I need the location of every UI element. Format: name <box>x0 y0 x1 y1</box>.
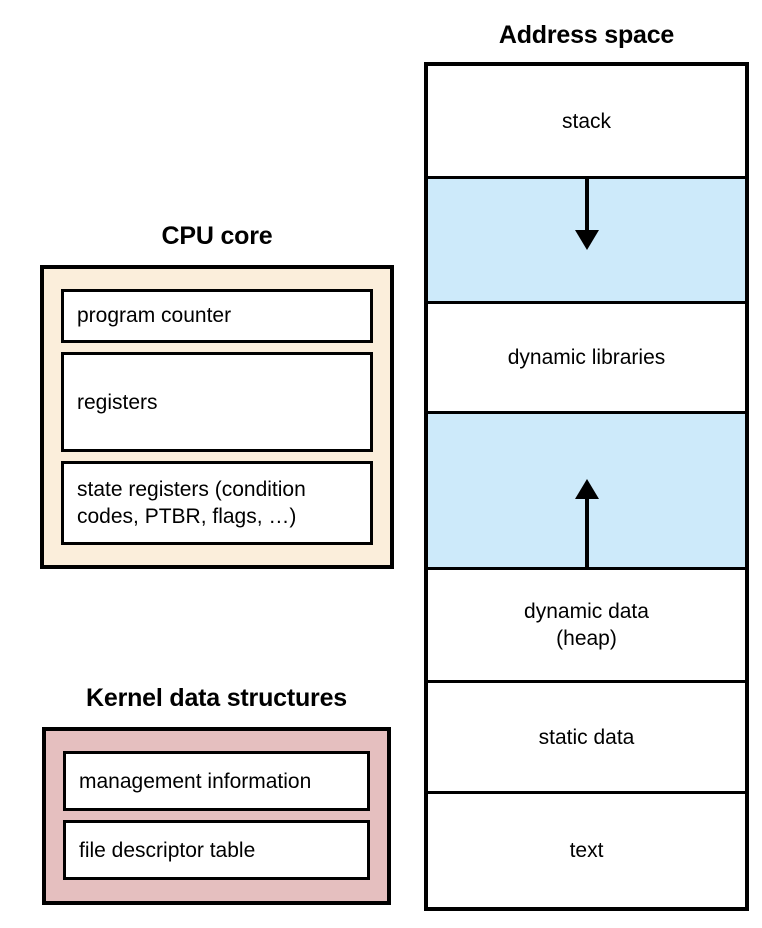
address-space-title: Address space <box>498 21 675 49</box>
arrow-head <box>574 230 599 250</box>
memory-segment-text: text <box>428 794 745 907</box>
memory-segment-dynamic-data-label-line2: (heap) <box>556 627 617 650</box>
kernel-data-structures-title: Kernel data structures <box>86 684 347 712</box>
kernel-slot-management-information: management information <box>63 751 370 811</box>
address-space-box: stack dynamic libraries dynamic data (he… <box>424 62 749 911</box>
kernel-slot-management-information-label: management information <box>79 769 312 793</box>
arrow-shaft <box>584 497 589 567</box>
cpu-slot-state-registers: state registers (condition codes, PTBR, … <box>61 461 373 545</box>
cpu-slot-program-counter-label: program counter <box>77 304 232 328</box>
memory-segment-static-data-label: static data <box>538 725 635 749</box>
memory-segment-heap-growth-gap <box>428 414 745 570</box>
arrow-shaft <box>584 179 589 232</box>
kernel-data-structures-box: management information file descriptor t… <box>42 727 391 905</box>
memory-segment-static-data: static data <box>428 683 745 794</box>
arrow-head <box>574 479 599 499</box>
memory-segment-dynamic-data-label-line1: dynamic data <box>524 600 649 623</box>
memory-segment-dynamic-libraries-label: dynamic libraries <box>507 346 666 369</box>
memory-segment-stack-growth-gap <box>428 179 745 304</box>
kernel-slot-file-descriptor-table-label: file descriptor table <box>79 838 256 862</box>
cpu-slot-registers: registers <box>61 351 373 453</box>
cpu-core-box: program counter registers state register… <box>40 265 394 569</box>
cpu-slot-registers-label: registers <box>77 390 158 414</box>
memory-segment-text-label: text <box>569 839 604 862</box>
memory-segment-stack-label: stack <box>561 109 611 133</box>
cpu-slot-state-registers-label-line2: codes, PTBR, flags, …) <box>77 505 297 529</box>
kernel-slot-file-descriptor-table: file descriptor table <box>63 820 370 880</box>
cpu-slot-state-registers-label-line1: state registers (condition <box>77 478 306 502</box>
memory-segment-stack: stack <box>428 66 745 179</box>
memory-segment-dynamic-libraries: dynamic libraries <box>428 304 745 414</box>
memory-segment-dynamic-data: dynamic data (heap) <box>428 570 745 683</box>
cpu-core-title: CPU core <box>161 222 273 250</box>
cpu-slot-program-counter: program counter <box>61 289 373 343</box>
